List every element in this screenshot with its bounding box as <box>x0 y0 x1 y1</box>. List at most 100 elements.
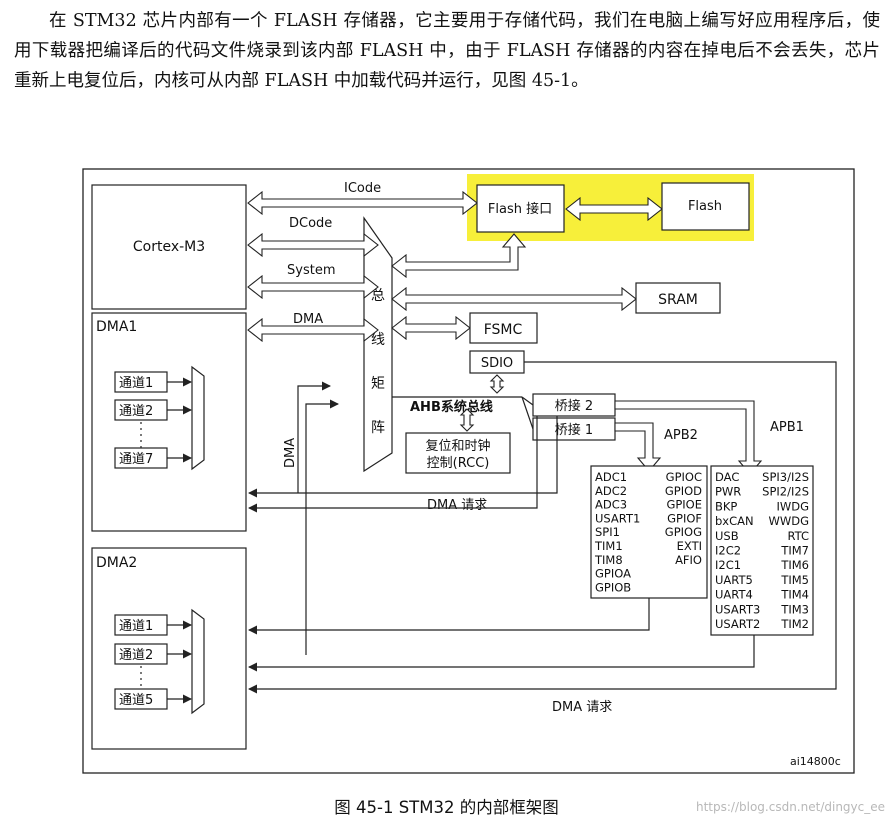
apb1-left-column: DACPWRBKPbxCANUSBI2C2I2C1UART5UART4USART… <box>715 470 760 631</box>
dma2-label: DMA2 <box>96 555 137 571</box>
ahb-to-bridge-line <box>521 396 534 406</box>
ahb-label: AHB系统总线 <box>410 399 493 415</box>
peripheral-label: TIM1 <box>594 539 623 553</box>
peripheral-label: GPIOG <box>665 525 702 539</box>
rcc-block <box>405 432 511 474</box>
peripheral-label: ADC1 <box>595 470 627 484</box>
system-label: System <box>287 263 335 278</box>
peripheral-label: GPIOB <box>595 580 631 594</box>
apb2-label: APB2 <box>664 428 698 443</box>
dma-request-1-label: DMA 请求 <box>427 498 487 513</box>
peripheral-label: TIM6 <box>780 558 809 572</box>
peripheral-label: GPIOF <box>667 511 702 525</box>
system-bus-arrow <box>247 274 379 300</box>
dma1-block <box>91 312 247 532</box>
apb1-label: APB1 <box>770 420 804 435</box>
sdio-label: SDIO <box>481 356 513 371</box>
peripheral-label: TIM2 <box>780 617 809 631</box>
peripheral-label: I2C1 <box>715 558 741 572</box>
peripheral-label: EXTI <box>677 539 702 553</box>
apb1-right-column: SPI3/I2SSPI2/I2SIWDGWWDGRTCTIM7TIM6TIM5T… <box>762 470 809 631</box>
peripheral-label: UART5 <box>715 573 753 587</box>
stm32-block-diagram: Cortex-M3 DMA1 通道1 通道2 通道7 DMA2 通道1 通道2 … <box>82 168 855 774</box>
flash-label: Flash <box>688 199 722 214</box>
dma2-mux <box>191 608 205 715</box>
figure-caption: 图 45-1 STM32 的内部框架图 <box>334 798 559 817</box>
peripheral-label: UART4 <box>715 588 753 602</box>
flash-block <box>661 182 750 231</box>
dma-request-2-line <box>248 684 837 694</box>
icode-label: ICode <box>344 181 381 196</box>
peripheral-label: USART3 <box>715 602 760 616</box>
peripheral-label: AFIO <box>675 553 702 567</box>
sdio-dma-line <box>524 361 837 686</box>
dma2-channel-5-label: 通道5 <box>119 693 153 708</box>
peripheral-label: TIM4 <box>780 588 809 602</box>
dcode-label: DCode <box>289 216 332 231</box>
peripheral-label: GPIOD <box>665 484 702 498</box>
peripheral-label: BKP <box>715 499 737 513</box>
fsmc-block <box>469 312 538 344</box>
sram-label: SRAM <box>658 292 698 308</box>
figure-id: ai14800c <box>790 755 841 768</box>
peripheral-label: ADC2 <box>595 484 627 498</box>
dma-vertical-label: DMA <box>283 438 298 468</box>
peripheral-label: TIM3 <box>780 602 809 616</box>
dma-bus-label: DMA <box>293 312 323 327</box>
peripheral-label: TIM7 <box>780 544 809 558</box>
dma1-channel-1-label: 通道1 <box>119 376 153 391</box>
dma1-label: DMA1 <box>96 319 137 335</box>
peripheral-label: PWR <box>715 485 741 499</box>
peripheral-label: SPI3/I2S <box>762 470 809 484</box>
peripheral-label: SPI1 <box>595 525 620 539</box>
bridge2-label: 桥接 2 <box>555 398 593 414</box>
peripheral-label: SPI2/I2S <box>762 485 809 499</box>
peripheral-label: ADC3 <box>595 498 627 512</box>
dma-vertical-line-2 <box>305 399 339 655</box>
rcc-label-line2: 控制(RCC) <box>427 456 490 471</box>
cortex-m3-label: Cortex-M3 <box>133 239 205 255</box>
dcode-bus-arrow <box>247 232 379 258</box>
peripheral-label: RTC <box>787 529 809 543</box>
watermark: https://blog.csdn.net/dingyc_ee <box>696 800 885 814</box>
bridge1-label: 桥接 1 <box>555 422 593 438</box>
peripheral-label: GPIOA <box>595 567 631 581</box>
apb1-peripherals-block <box>710 465 814 636</box>
dma-vertical-line-1 <box>297 381 331 493</box>
dma1-channel-7-label: 通道7 <box>119 452 153 467</box>
dma-request-line-a <box>248 416 538 513</box>
sram-block <box>635 282 721 314</box>
intro-paragraph: 在 STM32 芯片内部有一个 FLASH 存储器，它主要用于存储代码，我们在电… <box>14 6 880 96</box>
dma-bus-arrow <box>247 317 379 343</box>
peripheral-label: GPIOE <box>666 498 702 512</box>
peripheral-label: TIM5 <box>780 573 809 587</box>
peripheral-label: TIM8 <box>594 553 623 567</box>
peripheral-label: USART2 <box>715 617 760 631</box>
sdio-ahb-arrow <box>489 374 505 394</box>
dma-request-1-line <box>248 416 558 498</box>
paragraph-text: 在 STM32 芯片内部有一个 FLASH 存储器，它主要用于存储代码，我们在电… <box>14 11 880 91</box>
flash-interface-block <box>476 184 565 233</box>
peripheral-label: IWDG <box>776 499 809 513</box>
dma2-channel-2-label: 通道2 <box>119 648 153 663</box>
bridge1-to-apb1-arrow <box>614 422 662 472</box>
dma-request-2-label: DMA 请求 <box>552 700 612 715</box>
peripheral-label: USART1 <box>595 511 640 525</box>
dma-request-line-c <box>248 635 755 672</box>
cortex-m3-block <box>91 184 247 310</box>
peripheral-label: USB <box>715 529 739 543</box>
dma-request-line-b <box>248 598 650 635</box>
apb2-peripherals-block <box>590 465 708 599</box>
peripheral-label: I2C2 <box>715 544 741 558</box>
dma2-channel-1-label: 通道1 <box>119 619 153 634</box>
rcc-label-line1: 复位和时钟 <box>425 438 490 454</box>
dma1-channel-2-label: 通道2 <box>119 404 153 419</box>
peripheral-label: WWDG <box>768 514 809 528</box>
ahb-to-bridge1-line <box>521 396 534 430</box>
rcc-ahb-arrow <box>459 408 475 432</box>
peripheral-label: bxCAN <box>715 514 754 528</box>
fsmc-label: FSMC <box>484 322 523 338</box>
dma1-mux <box>191 365 205 471</box>
